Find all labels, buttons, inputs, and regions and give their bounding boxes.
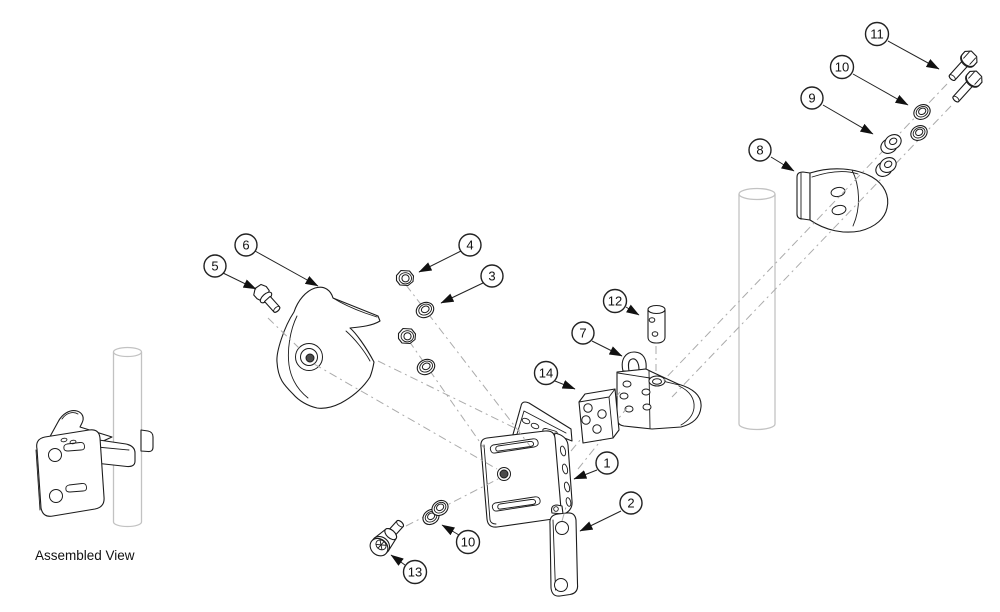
svg-text:13: 13 [408,565,422,580]
leader-lines [222,40,940,566]
svg-text:6: 6 [242,238,249,253]
part-2-link [549,504,579,597]
svg-text:4: 4 [466,238,473,253]
part-14-spacer-block [578,388,620,444]
callout-14: 14 [533,360,559,386]
part-8-strap [796,168,889,233]
callout-6: 6 [234,233,258,257]
svg-text:10: 10 [835,60,849,75]
svg-text:14: 14 [539,366,553,381]
part-6-clamp [276,286,381,409]
callout-5: 5 [203,254,227,278]
callout-3: 3 [480,264,504,288]
part-9-spacers [875,134,902,177]
callout-8: 8 [748,138,772,162]
svg-text:9: 9 [808,91,815,106]
svg-text:11: 11 [870,27,884,42]
assembled-view-bracket [35,410,154,517]
main-tube [738,187,776,431]
svg-text:7: 7 [579,326,586,341]
part-11-bolts [948,50,983,103]
callout-13: 13 [402,559,428,585]
part-5-bolt [253,283,281,313]
svg-text:8: 8 [756,143,763,158]
callout-2: 2 [619,491,643,515]
part-4-nut-upper [395,269,415,287]
svg-text:5: 5 [211,259,218,274]
callout-12: 12 [602,288,628,314]
callout-7: 7 [571,321,595,345]
callout-1: 1 [595,451,619,475]
svg-text:3: 3 [488,269,495,284]
svg-text:10: 10 [461,535,475,550]
part-3-washer-upper [415,301,435,319]
part-10-washers-lower [422,499,449,526]
callout-4: 4 [458,233,482,257]
part-13-bolt [369,519,405,557]
svg-text:12: 12 [608,294,622,309]
callouts: 1 2 3 4 5 6 7 8 [203,21,890,585]
assembled-view-tube [112,346,143,528]
part-3-washer-lower [416,358,436,376]
part-4-nut-lower [397,327,417,345]
svg-text:1: 1 [603,456,610,471]
callout-10-upper: 10 [829,54,855,80]
part-12-pin [647,304,666,344]
callout-11: 11 [864,21,890,47]
callout-9: 9 [800,86,824,110]
part-10-washers-upper [910,104,931,141]
phantom-lines [267,83,952,527]
part-7-receiver [616,351,702,430]
assembled-view: Assembled View [35,346,154,563]
callout-10-lower: 10 [455,529,481,555]
svg-text:2: 2 [627,496,634,511]
assembled-view-label: Assembled View [35,548,135,563]
